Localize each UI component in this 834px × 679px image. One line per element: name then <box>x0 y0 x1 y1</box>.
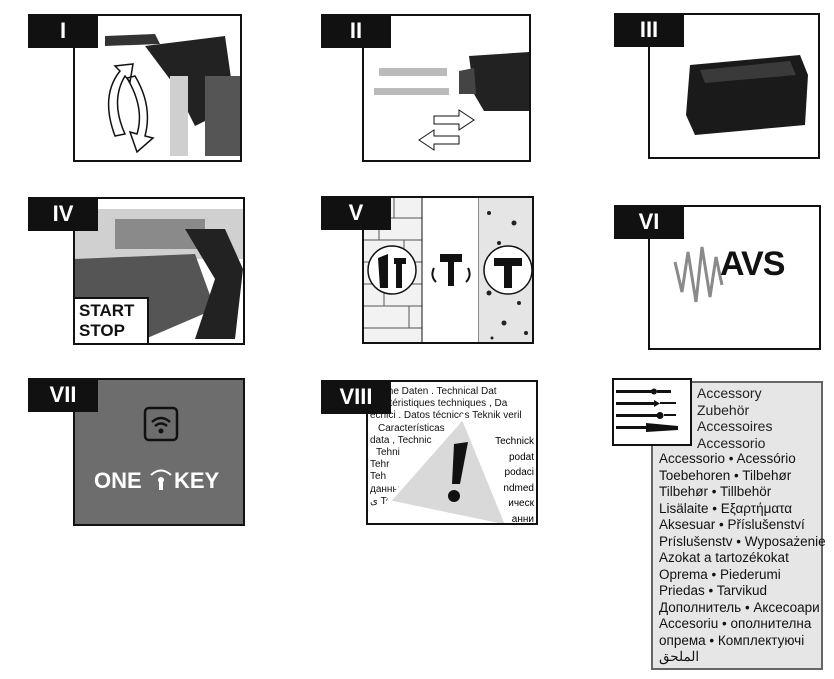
avs-text: AVS <box>720 245 785 283</box>
hammer-rotation-illustration <box>105 34 240 156</box>
technical-data-right: Technick podat podaci ndmed ическ анни e… <box>495 434 534 525</box>
tech-line: ecnici . Datos técnicos Teknik veril <box>370 410 522 422</box>
avs-logo <box>673 246 724 303</box>
panel-iii-label: III <box>614 13 684 47</box>
stop-text: STOP <box>79 321 125 340</box>
accessory-line: Tilbehør • Tillbehör <box>659 484 772 499</box>
panel-v-label: V <box>321 196 391 230</box>
panel-vi-label: VI <box>614 205 684 239</box>
accessory-line: Lisälaite • Εξαρτήματα <box>659 500 793 516</box>
panel-iv-label: IV <box>28 197 98 231</box>
accessory-heading-line: Accessoires <box>697 418 773 434</box>
tech-line: Teh <box>370 471 387 483</box>
tech-right-line: Technick <box>495 436 534 447</box>
tech-line: aractéristiques techniques , Da <box>370 398 508 410</box>
accessory-line: Accesoriu • ополнителна <box>659 616 812 631</box>
accessory-heading-line: Accessory <box>697 385 762 401</box>
accessory-line: Príslušenstv • Wyposażenie <box>659 533 826 549</box>
tech-line: Tehni <box>376 447 400 459</box>
wifi-icon <box>143 406 179 490</box>
onekey-brand-left: ONE <box>94 468 142 493</box>
battery-illustration <box>686 55 808 135</box>
panel-viii: nische Daten . Technical Dat aractéristi… <box>366 380 538 525</box>
drill-bits-icon <box>616 388 678 432</box>
accessory-line: Azokat a tartozékokat <box>659 550 789 565</box>
bit-insertion-illustration <box>374 52 529 151</box>
panel-vi: AVS <box>648 205 821 350</box>
accessory-line: опрема • Комплектуючі <box>659 632 805 648</box>
onekey-brand-right: KEY <box>174 468 220 493</box>
panel-vii: ONE KEY <box>73 378 245 526</box>
accessory-heading-line: Accessorio <box>697 434 766 451</box>
panel-vii-label: VII <box>28 378 98 412</box>
panel-ii-label: II <box>321 14 391 48</box>
accessory-line: Aksesuar • Příslušenství <box>659 517 805 532</box>
tech-right-line: podaci <box>504 467 534 478</box>
panel-i-label: I <box>28 14 98 48</box>
tech-line: Características <box>378 422 445 434</box>
warning-icon <box>384 413 509 523</box>
tech-right-line: анни <box>511 513 534 525</box>
onekey-background <box>75 380 243 524</box>
tech-line: nische Daten . Technical Dat <box>370 386 497 397</box>
accessory-translations: Accessorio • Acessório Toebehoren • Tilb… <box>659 451 826 666</box>
tech-line: данные <box>370 483 406 495</box>
panel-iv: START STOP <box>73 197 245 345</box>
start-stop-box: START STOP <box>75 297 149 343</box>
tech-line: data , Technic <box>370 434 432 446</box>
tech-line: Tehr <box>370 459 390 471</box>
start-text: START <box>79 301 135 320</box>
accessory-line: Oprema • Piederumi <box>659 566 781 582</box>
accessory-heading: Accessory Zubehör Accessoires Accessorio <box>697 385 772 451</box>
panel-i <box>73 14 242 162</box>
panel-ii <box>362 14 531 162</box>
tech-right-line: ическ <box>508 498 534 509</box>
accessory-line: Toebehoren • Tilbehør <box>659 467 792 483</box>
accessory-line: Дополнитель • Аксесоари <box>659 599 820 615</box>
panel-v <box>362 196 534 344</box>
accessory-line: Accessorio • Acessório <box>659 451 796 466</box>
accessory-icon <box>612 378 692 446</box>
accessory-line: Priedas • Tarvikud <box>659 583 768 598</box>
tech-right-line: podat <box>508 451 534 463</box>
accessory-line: الملحق <box>659 649 700 664</box>
accessory-heading-line: Zubehör <box>697 401 750 418</box>
panel-viii-label: VIII <box>321 380 391 414</box>
tech-right-line: ndmed <box>503 482 534 494</box>
